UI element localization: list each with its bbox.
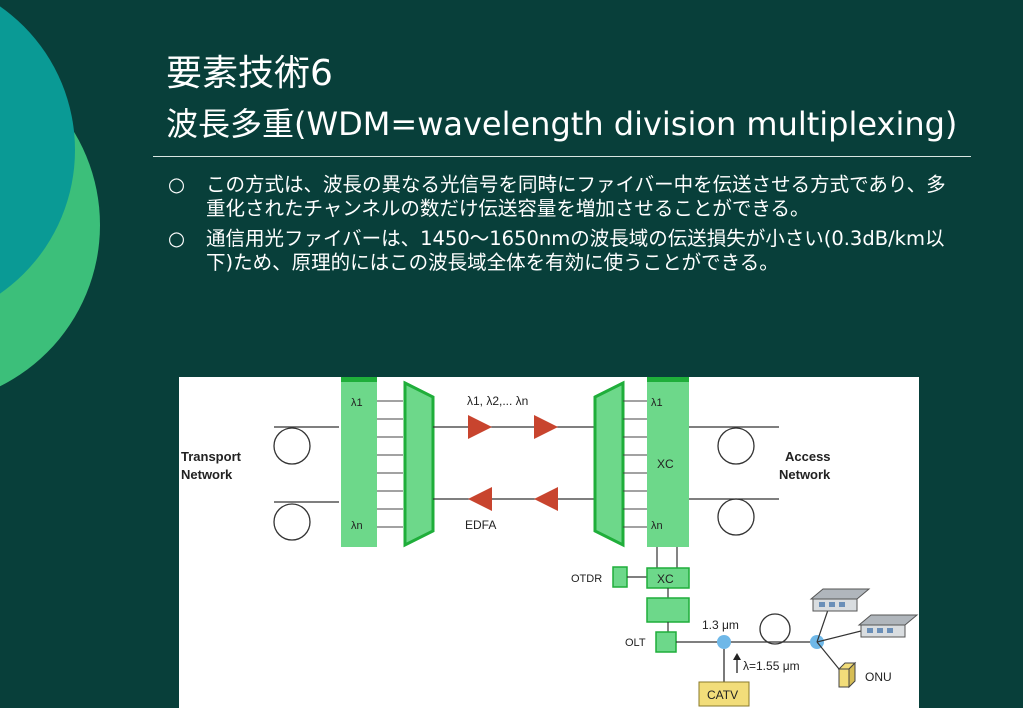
fiber-coil-icon xyxy=(717,427,755,465)
deco-teal-circle xyxy=(0,6,75,294)
diagram-background xyxy=(179,377,919,708)
onu-label: ONU xyxy=(865,670,892,684)
catv-block xyxy=(698,681,750,707)
access-amplifier-block xyxy=(646,597,690,623)
slide-subtitle: 波長多重(WDM=wavelength division multiplexin… xyxy=(166,105,958,143)
bullet-item: ○ 通信用光ファイバーは、1450～1650nmの波長域の伝送損失が小さい(0.… xyxy=(168,227,946,275)
olt-block xyxy=(655,631,677,653)
fiber-coil-icon xyxy=(759,613,791,645)
fiber-coil-icon xyxy=(273,503,311,541)
slide-title: 要素技術6 xyxy=(166,53,333,94)
mux-channel-lines xyxy=(377,400,403,528)
house-icon xyxy=(809,588,871,612)
oxc-lambdan-label: λn xyxy=(651,520,663,532)
oxc-lambda1-label: λ1 xyxy=(651,397,663,409)
bullet-circle-icon: ○ xyxy=(168,227,186,250)
up-arrow-icon xyxy=(733,653,741,660)
transport-fibers xyxy=(273,426,339,541)
drop-fiber xyxy=(816,641,840,670)
edfa-amplifier-icon xyxy=(534,415,558,439)
bullet-text: 通信用光ファイバーは、1450～1650nmの波長域の伝送損失が小さい(0.3d… xyxy=(206,227,945,274)
otdr-block xyxy=(612,566,628,588)
access-fibers xyxy=(689,426,779,536)
decorative-circles xyxy=(0,6,100,387)
transport-label: Transport xyxy=(181,449,242,464)
secondary-xc-label: XC xyxy=(657,572,674,586)
transport-label: Network xyxy=(181,467,233,482)
edfa-amplifier-icon xyxy=(534,487,558,511)
fiber-coil-icon xyxy=(717,498,755,536)
access-label: Access xyxy=(785,449,831,464)
wdm-network-diagram: Transport Network λ1 λn λ1, λ2,... λn ED… xyxy=(179,377,919,708)
bullet-text: この方式は、波長の異なる光信号を同時にファイバー中を伝送させる方式であり、多重化… xyxy=(206,173,946,220)
edfa-amplifier-icon xyxy=(468,415,492,439)
bullet-list: ○ この方式は、波長の異なる光信号を同時にファイバー中を伝送させる方式であり、多… xyxy=(168,173,968,281)
demux-channel-lines xyxy=(623,400,647,528)
demux-prism xyxy=(593,380,625,548)
oxc-xc-label: XC xyxy=(657,457,674,471)
mux-block-edge xyxy=(341,377,377,382)
onu-icon xyxy=(837,661,857,689)
oxc-block-edge xyxy=(647,377,689,382)
mux-lambda1-label: λ1 xyxy=(351,397,363,409)
bullet-item: ○ この方式は、波長の異なる光信号を同時にファイバー中を伝送させる方式であり、多… xyxy=(168,173,946,221)
fiber-coil-icon xyxy=(273,427,311,465)
mux-lambdan-label: λn xyxy=(351,520,363,532)
otdr-label: OTDR xyxy=(571,573,602,585)
title-divider xyxy=(153,156,971,157)
house-icon xyxy=(857,614,919,638)
edfa-label: EDFA xyxy=(465,518,496,532)
access-label: Network xyxy=(779,467,831,482)
channels-label: λ1, λ2,... λn xyxy=(467,394,528,408)
oxc-block xyxy=(647,379,689,547)
wdm-coupler xyxy=(717,635,731,649)
bullet-circle-icon: ○ xyxy=(168,173,186,196)
wavelength-155-label: λ=1.55 μm xyxy=(743,659,800,673)
olt-label: OLT xyxy=(625,637,646,649)
edfa-amplifier-icon xyxy=(468,487,492,511)
drop-fiber xyxy=(816,606,830,643)
drop-fiber xyxy=(816,628,870,643)
wavelength-13-label: 1.3 μm xyxy=(702,618,739,632)
mux-block xyxy=(341,379,377,547)
mux-prism xyxy=(403,380,435,548)
catv-label: CATV xyxy=(707,688,738,702)
